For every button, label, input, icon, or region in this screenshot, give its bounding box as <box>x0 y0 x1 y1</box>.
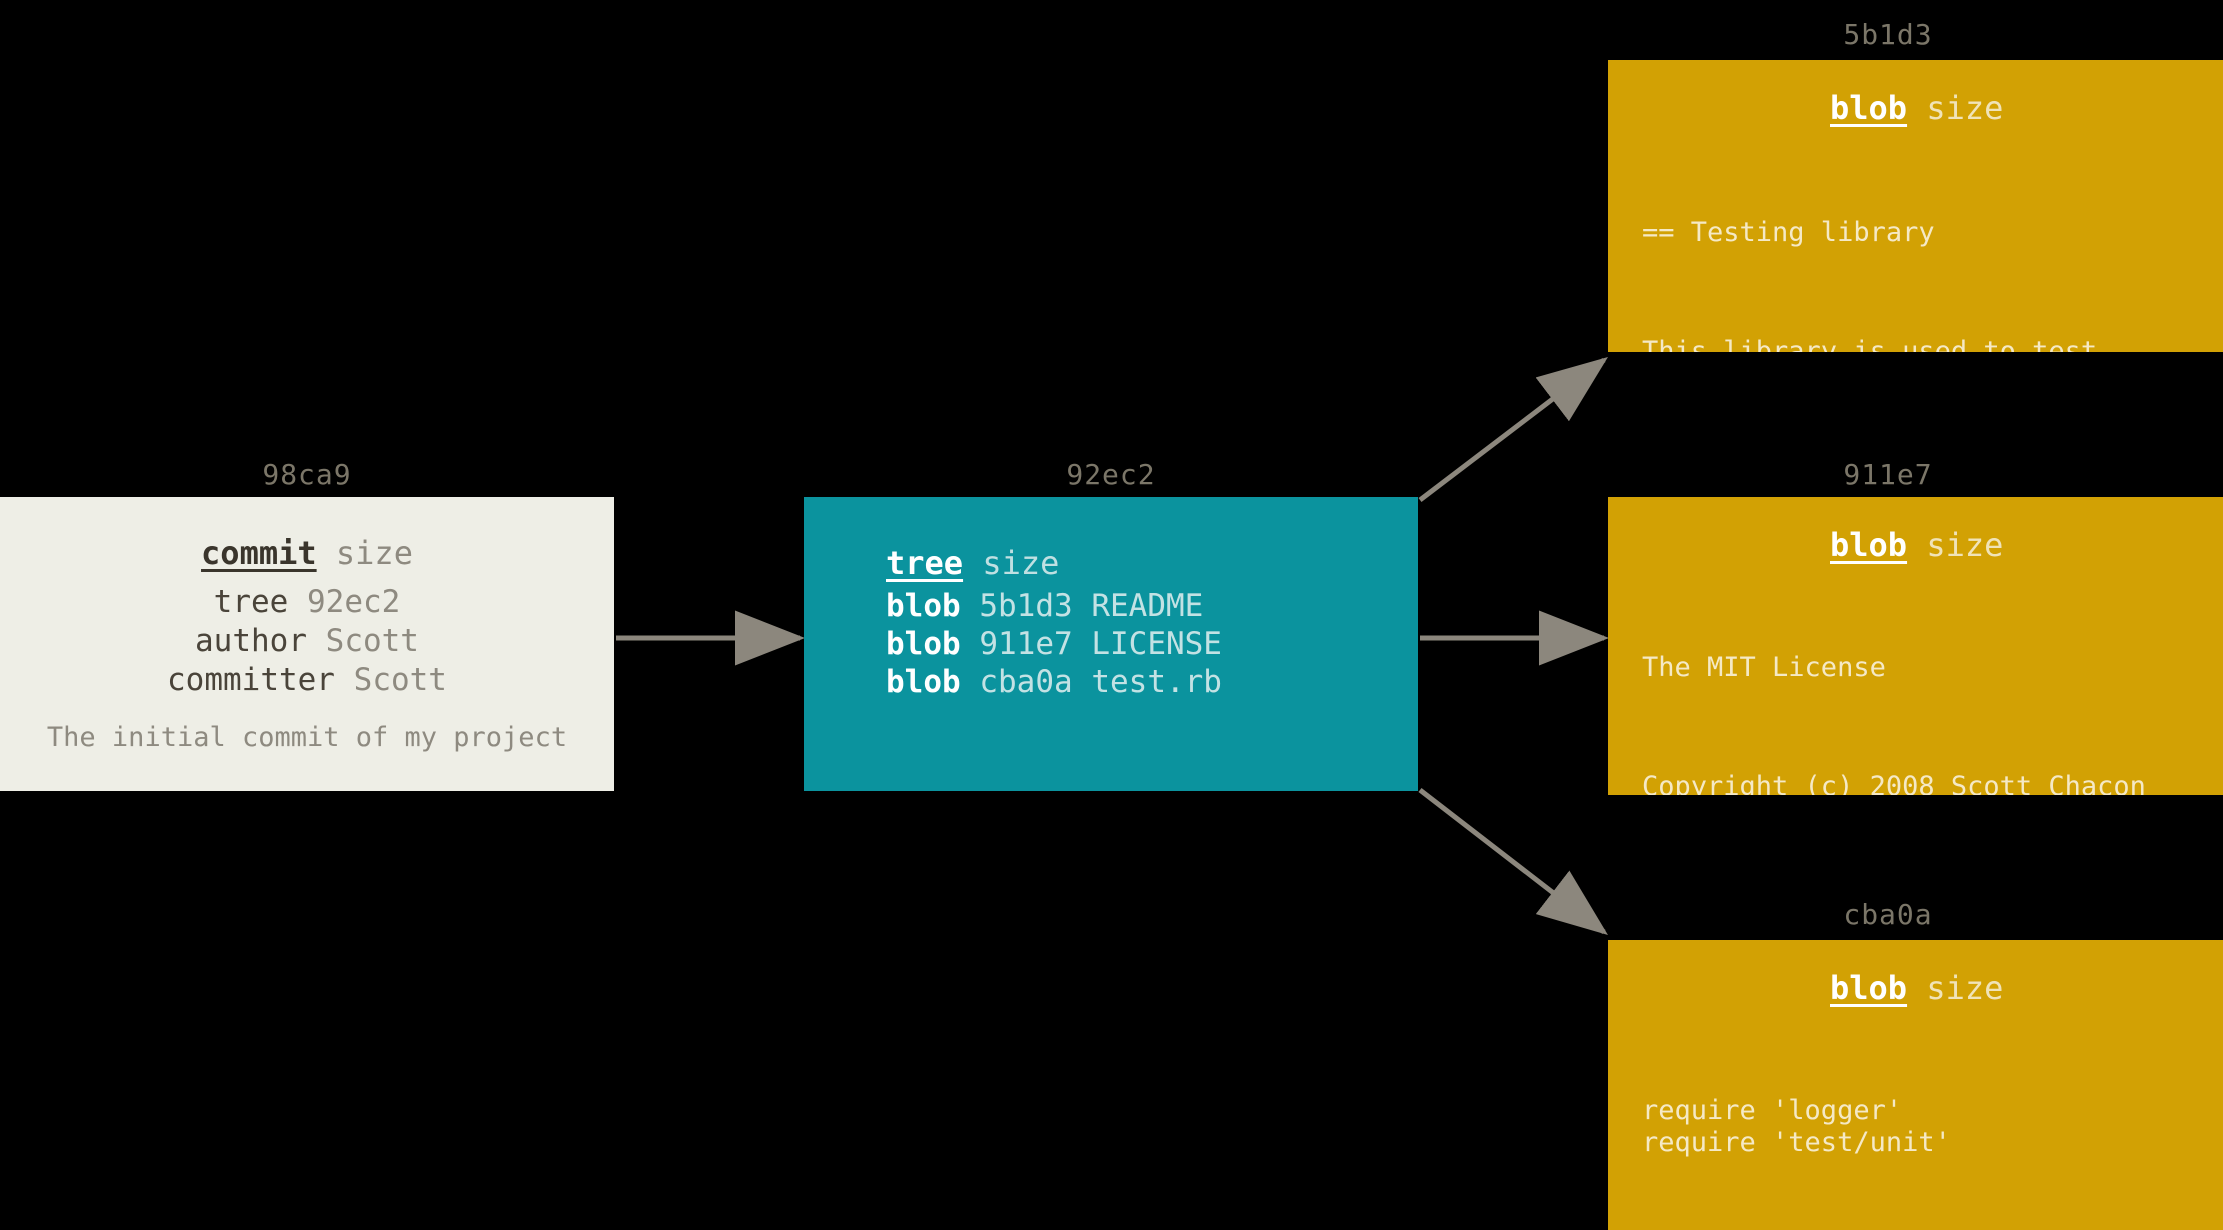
commit-object-box[interactable]: commit size tree 92ec2 author Scott comm… <box>0 497 614 791</box>
edge-tree-to-blob-testrb <box>1418 788 1608 936</box>
blob-testrb-line-1: require 'logger' require 'test/unit' <box>1642 1095 1951 1158</box>
tree-entry-list: blob 5b1d3 README blob 911e7 LICENSE blo… <box>804 591 1418 698</box>
tree-kind-label: tree <box>886 544 964 582</box>
tree-header: tree size <box>804 547 1418 579</box>
blob-testrb-kind-label: blob <box>1830 969 1908 1007</box>
tree-size-label: size <box>982 544 1060 582</box>
blob-license-kind-label: blob <box>1830 526 1908 564</box>
blob-readme-header: blob size <box>1608 92 2223 124</box>
commit-message: The initial commit of my project <box>46 722 568 753</box>
commit-size-label: size <box>335 534 413 572</box>
commit-field-tree: tree 92ec2 <box>213 584 401 620</box>
blob-license-object-box[interactable]: blob size The MIT License Copyright (c) … <box>1608 497 2223 795</box>
tree-object-box[interactable]: tree size blob 5b1d3 README blob 911e7 L… <box>804 497 1418 791</box>
blob-testrb-content: require 'logger' require 'test/unit' cla… <box>1608 1032 2223 1230</box>
blob-readme-content: == Testing library This library is used … <box>1608 154 2223 352</box>
hash-label-blob-testrb: cba0a <box>1843 898 1933 931</box>
edge-tree-to-blob-readme <box>1418 356 1608 502</box>
blob-license-line-1: The MIT License <box>1642 652 1886 684</box>
hash-label-blob-license: 911e7 <box>1843 458 1933 491</box>
blob-readme-line-2: This library is used to test Ruby projec… <box>1642 335 2098 352</box>
commit-header: commit size <box>0 537 614 569</box>
blob-readme-kind-label: blob <box>1830 89 1908 127</box>
hash-label-tree: 92ec2 <box>1066 458 1156 491</box>
commit-kind-label: commit <box>201 534 317 572</box>
blob-license-line-2: Copyright (c) 2008 Scott Chacon <box>1642 770 2146 795</box>
blob-testrb-header: blob size <box>1608 972 2223 1004</box>
commit-field-list: tree 92ec2 author Scott committer Scott <box>0 587 614 696</box>
tree-entry-license: blob 911e7 LICENSE <box>886 626 1222 662</box>
hash-label-blob-readme: 5b1d3 <box>1843 18 1933 51</box>
tree-entry-testrb: blob cba0a test.rb <box>886 664 1222 700</box>
blob-readme-size-label: size <box>1926 89 2004 127</box>
blob-license-header: blob size <box>1608 529 2223 561</box>
commit-field-committer: committer Scott <box>167 662 447 698</box>
blob-license-content: The MIT License Copyright (c) 2008 Scott… <box>1608 589 2223 795</box>
hash-label-commit: 98ca9 <box>262 458 352 491</box>
blob-readme-line-1: == Testing library <box>1642 217 1935 249</box>
commit-field-author: author Scott <box>195 623 419 659</box>
blob-readme-object-box[interactable]: blob size == Testing library This librar… <box>1608 60 2223 352</box>
blob-testrb-size-label: size <box>1926 969 2004 1007</box>
tree-entry-readme: blob 5b1d3 README <box>886 588 1204 624</box>
blob-license-size-label: size <box>1926 526 2004 564</box>
blob-testrb-object-box[interactable]: blob size require 'logger' require 'test… <box>1608 940 2223 1230</box>
